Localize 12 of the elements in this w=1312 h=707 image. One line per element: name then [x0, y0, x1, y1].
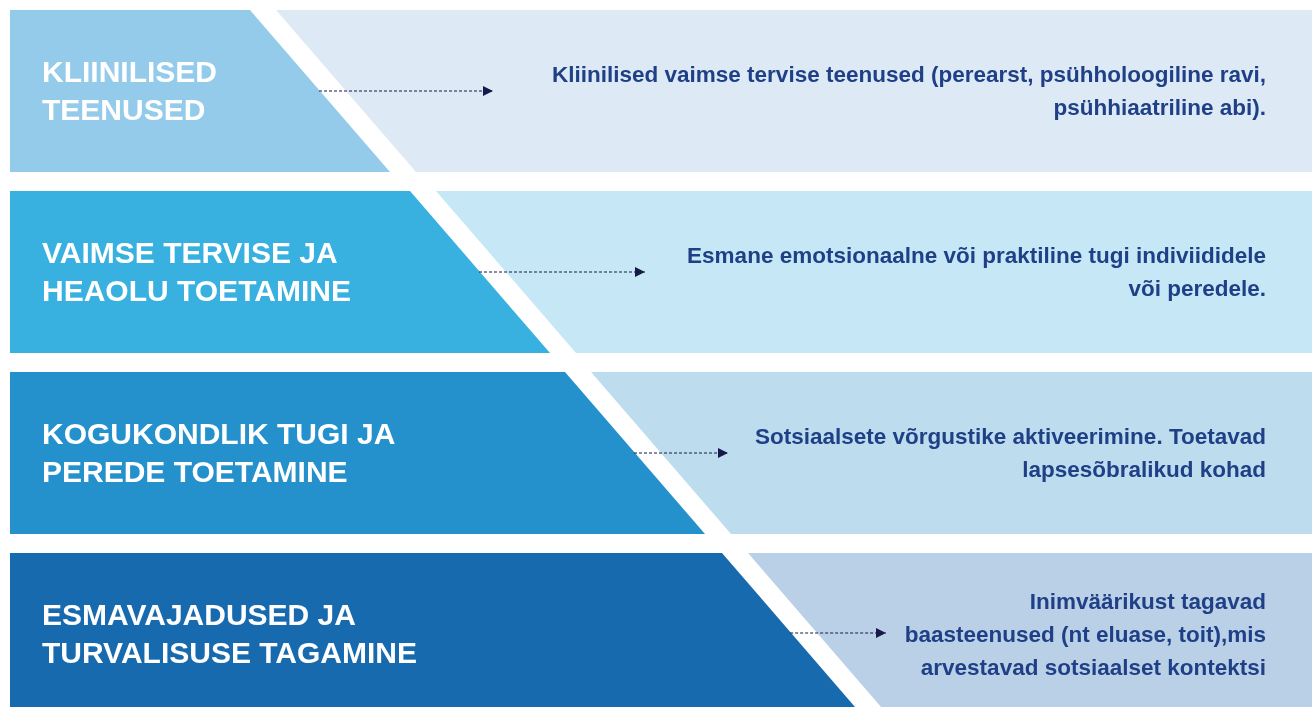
arrow [633, 448, 729, 458]
arrow [318, 86, 494, 96]
arrow [478, 267, 646, 277]
level-heading: KLIINILISED TEENUSED [42, 54, 218, 128]
level-description: Kliinilised vaimse tervise teenused (perearst, psühholoogiline ravi, psühhiaatriline abi). [551, 61, 1266, 122]
level-heading: KOGUKONDLIK TUGI JA PEREDE TOETAMINE [42, 416, 396, 490]
level-heading: VAIMSE TERVISE JA HEAOLU TOETAMINE [42, 235, 352, 309]
level-description: Esmane emotsionaalne või praktiline tugi indiviididele või peredele. [686, 242, 1266, 303]
level-description: Inimväärikust tagavad baasteenused (nt eluase, toit),mis arvestavad sotsiaalset kontektsi [903, 587, 1266, 682]
level-heading: ESMAVAJADUSED JA TURVALISUSE TAGAMINE [42, 597, 418, 671]
level-description: Sotsiaalsete võrgustike aktiveerimine. Toetavad lapsesõbralikud kohad [753, 423, 1266, 484]
arrow [789, 628, 887, 638]
